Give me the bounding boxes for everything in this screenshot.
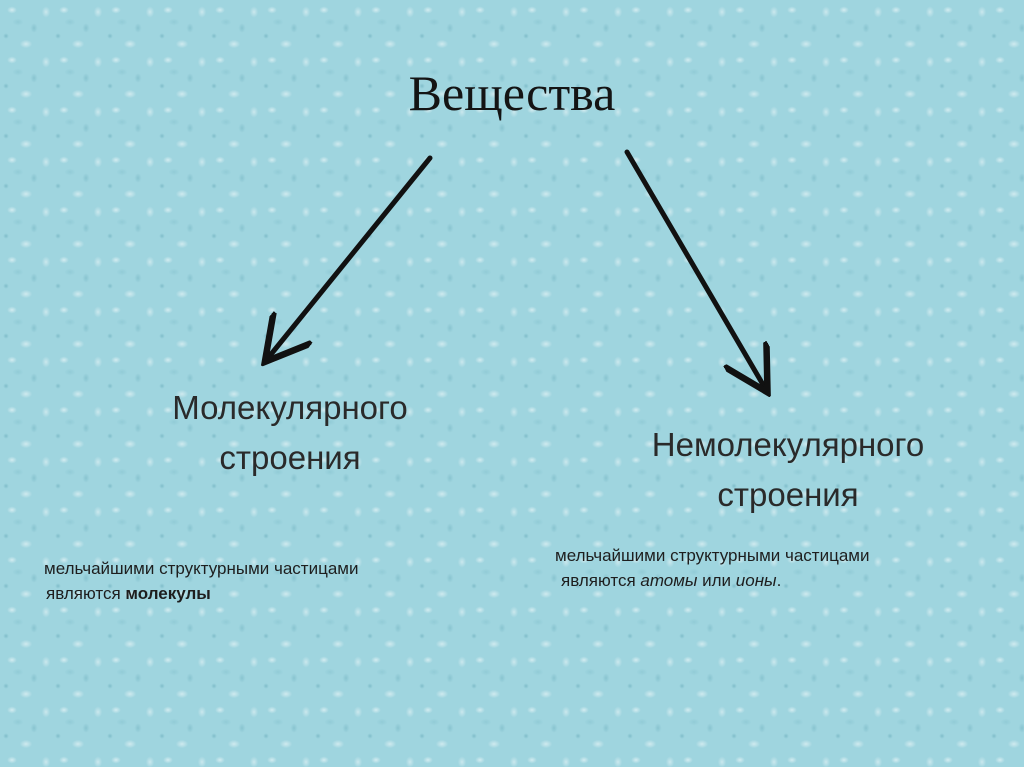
molecular-note-bold: молекулы xyxy=(125,584,211,603)
nonmolecular-note-suffix: . xyxy=(776,571,782,590)
molecular-note-prefix: являются xyxy=(46,584,126,603)
branch-nonmolecular-line1: Немолекулярного xyxy=(651,426,925,463)
nonmolecular-note-atoms: атомы xyxy=(640,571,698,590)
molecular-note-line1: мельчайшими структурными частицами xyxy=(44,559,359,578)
nonmolecular-note-line1: мельчайшими структурными частицами xyxy=(555,546,870,565)
diagram-title: Вещества xyxy=(408,65,616,121)
arrow-left xyxy=(268,155,433,358)
nonmolecular-note: мельчайшими структурными частицами являю… xyxy=(555,543,1015,593)
nonmolecular-note-mid: или xyxy=(697,571,736,590)
arrow-right xyxy=(624,149,765,388)
nonmolecular-note-prefix: являются xyxy=(561,571,641,590)
branch-molecular-line1: Молекулярного xyxy=(172,389,408,426)
branch-nonmolecular-line2: строения xyxy=(717,476,859,513)
nonmolecular-note-ions: ионы xyxy=(735,571,777,590)
branch-molecular-line2: строения xyxy=(219,439,361,476)
branch-molecular-heading: Молекулярного строения xyxy=(140,383,440,483)
molecular-note: мельчайшими структурными частицами являю… xyxy=(44,556,514,606)
branch-nonmolecular-heading: Немолекулярного строения xyxy=(598,420,978,520)
